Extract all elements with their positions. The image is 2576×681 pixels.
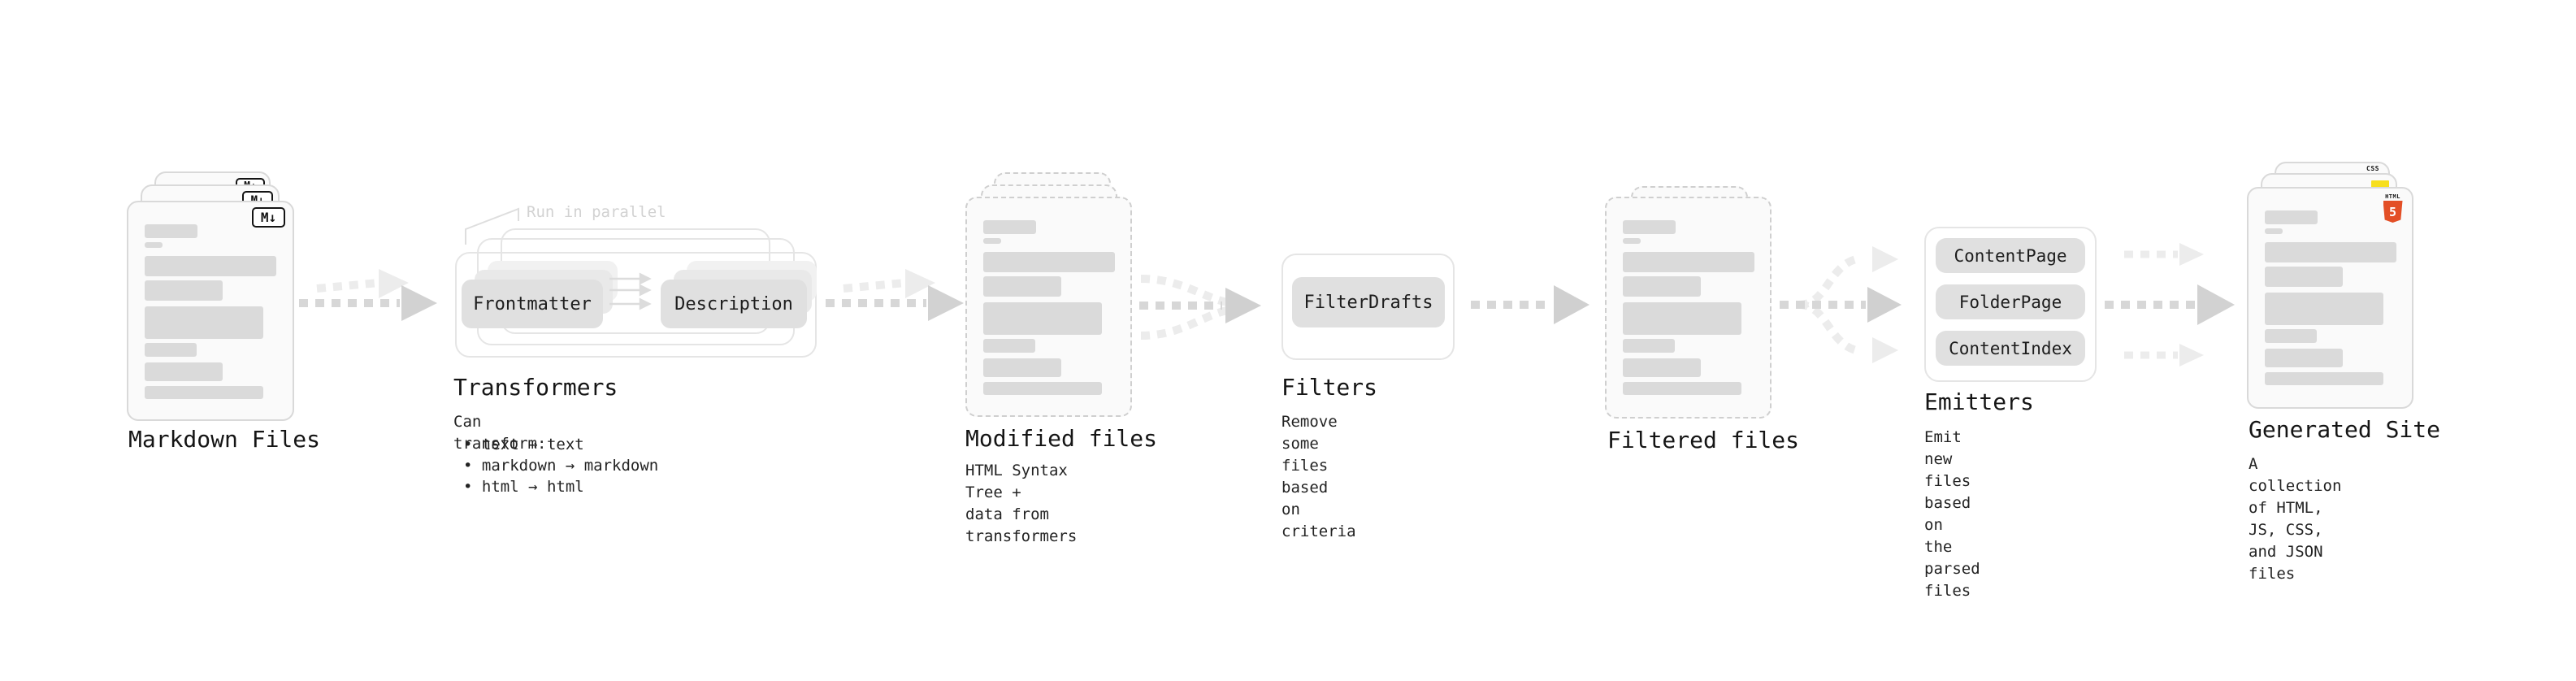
pill-filterdrafts: FilterDrafts xyxy=(1292,277,1445,327)
flow-arrow-markdown-to-transformers xyxy=(299,269,437,321)
placeholder-bar xyxy=(2265,228,2283,234)
placeholder-bar xyxy=(2265,349,2343,367)
placeholder-bar xyxy=(1623,220,1676,234)
filters-box xyxy=(1281,254,1455,360)
placeholder-bar xyxy=(2265,242,2396,262)
stage-title-filters: Filters xyxy=(1281,374,1378,401)
stage-title-modified-files: Modified files xyxy=(965,425,1158,452)
placeholder-bar xyxy=(1623,276,1701,297)
placeholder-bar xyxy=(145,224,197,238)
file-card: M↓ xyxy=(127,201,294,421)
placeholder-bar xyxy=(145,256,276,276)
modified-files-desc: HTML Syntax Tree + data from transformer… xyxy=(965,462,1078,545)
flow-arrow-filtered-to-emitters xyxy=(1780,246,1902,363)
file-card: HTML 5 xyxy=(2247,187,2413,409)
placeholder-bar xyxy=(145,242,163,248)
parallel-arrows-icon xyxy=(609,272,652,310)
transformers-desc-heading: Can transform: xyxy=(453,413,547,453)
generated-site-desc: A collection of HTML, JS, CSS, and JSON … xyxy=(2249,455,2342,583)
pill-contentpage: ContentPage xyxy=(1936,238,2085,273)
placeholder-bar xyxy=(1623,358,1701,377)
stage-title-generated-site: Generated Site xyxy=(2249,416,2441,443)
placeholder-bar xyxy=(983,238,1001,244)
bullet-item: • markdown → markdown xyxy=(463,457,659,475)
placeholder-bar xyxy=(2265,210,2318,224)
placeholder-bar xyxy=(145,362,223,381)
placeholder-bar xyxy=(2265,293,2383,325)
placeholder-bar xyxy=(1623,339,1675,353)
placeholder-bar xyxy=(1623,302,1741,335)
pill-contentindex: ContentIndex xyxy=(1936,331,2085,366)
placeholder-bar xyxy=(145,386,263,399)
pill-description-label: Description xyxy=(674,293,793,314)
markdown-badge-label: M↓ xyxy=(260,210,277,225)
emitters-box xyxy=(1924,227,2097,382)
html5-number: 5 xyxy=(2388,204,2397,219)
markdown-icon: M↓ xyxy=(252,207,285,228)
file-card xyxy=(965,197,1132,417)
placeholder-bar xyxy=(145,343,197,357)
stage-title-markdown-files: Markdown Files xyxy=(128,426,321,453)
transformers-bullet-list: • text → text • markdown → markdown • ht… xyxy=(455,434,658,497)
flow-arrow-transformers-to-modified xyxy=(826,269,964,321)
placeholder-bar xyxy=(1623,238,1641,244)
stage-title-emitters: Emitters xyxy=(1924,388,2034,415)
placeholder-bar xyxy=(145,306,263,339)
pill-description: Description xyxy=(661,280,807,328)
html5-badge-label: HTML xyxy=(2385,193,2400,200)
callout-leader-line xyxy=(465,207,519,245)
placeholder-bar xyxy=(983,382,1102,395)
pill-folderpage: FolderPage xyxy=(1936,284,2085,319)
placeholder-bar xyxy=(983,358,1061,377)
html5-icon: HTML 5 xyxy=(2383,193,2403,223)
placeholder-bar xyxy=(2265,329,2317,343)
html5-shield: 5 xyxy=(2383,201,2403,223)
placeholder-bar xyxy=(983,302,1102,335)
pill-filterdrafts-label: FilterDrafts xyxy=(1303,292,1433,313)
flow-arrow-modified-to-filters xyxy=(1139,275,1261,340)
placeholder-bar xyxy=(1623,252,1754,272)
pill-contentindex-label: ContentIndex xyxy=(1949,338,2072,358)
flow-arrow-filters-to-filtered xyxy=(1471,285,1589,324)
placeholder-bar xyxy=(983,252,1115,272)
placeholder-bar xyxy=(983,276,1061,297)
placeholder-bar xyxy=(2265,372,2383,385)
placeholder-bar xyxy=(145,280,223,301)
pill-folderpage-label: FolderPage xyxy=(1958,292,2062,312)
transformer-layer-box xyxy=(455,252,817,358)
placeholder-bar xyxy=(1623,382,1741,395)
file-card xyxy=(1605,197,1772,419)
bullet-item: • html → html xyxy=(463,478,584,496)
pill-frontmatter-label: Frontmatter xyxy=(473,293,592,314)
bullet-item: • text → text xyxy=(463,436,584,453)
filters-desc: Remove some files based on criteria xyxy=(1281,413,1356,540)
run-in-parallel-label: Run in parallel xyxy=(527,203,666,221)
placeholder-bar xyxy=(983,339,1035,353)
pill-contentpage-label: ContentPage xyxy=(1954,245,2067,266)
emitters-desc: Emit new files based on the parsed files xyxy=(1924,428,1980,600)
pill-frontmatter: Frontmatter xyxy=(462,280,603,328)
placeholder-bar xyxy=(983,220,1036,234)
placeholder-bar xyxy=(2265,267,2343,287)
css-badge-label: CSS xyxy=(2366,165,2379,172)
flow-arrow-emitters-to-generated xyxy=(2105,243,2235,367)
stage-title-transformers: Transformers xyxy=(453,374,618,401)
stage-title-filtered-files: Filtered files xyxy=(1607,427,1800,453)
